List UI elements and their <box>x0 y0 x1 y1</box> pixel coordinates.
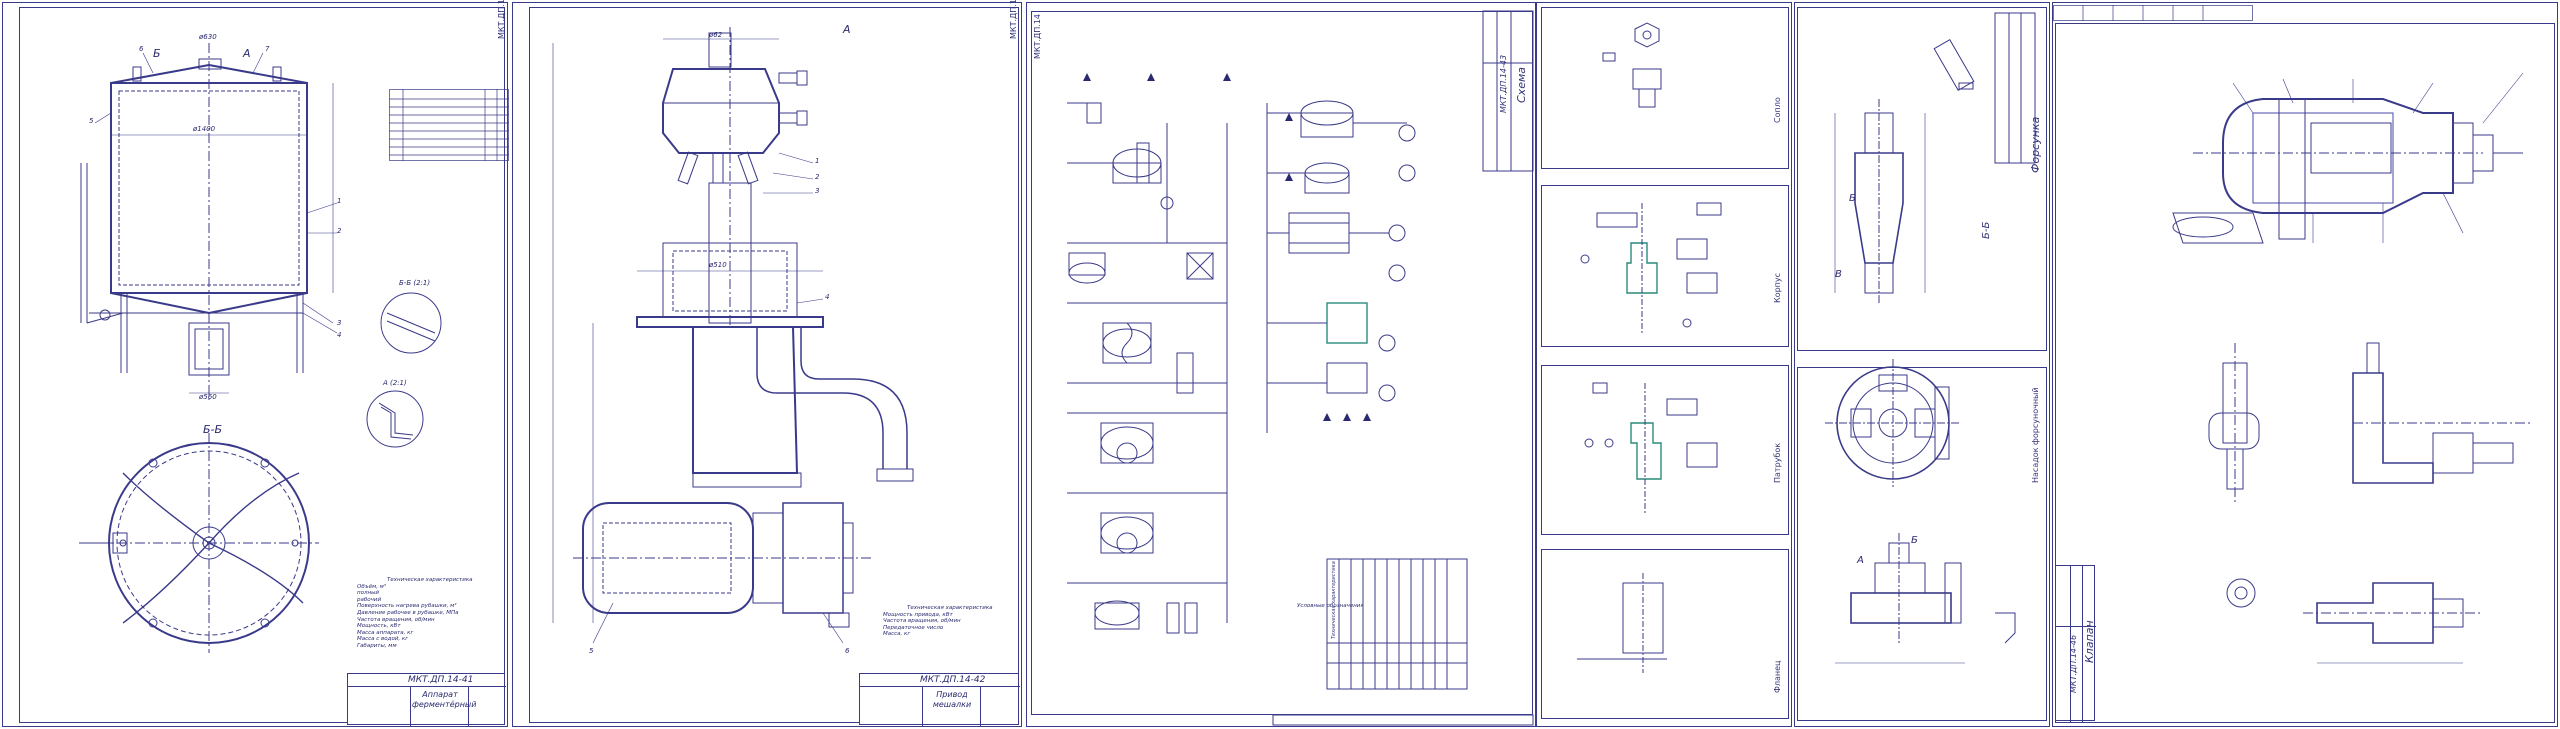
svg-text:ø560: ø560 <box>198 393 217 401</box>
svg-text:7: 7 <box>265 45 270 53</box>
title-block <box>2055 565 2096 722</box>
section-label: Б-Б <box>203 423 223 436</box>
scheme-table-title: Техническая характеристика <box>1331 561 1337 639</box>
title-block: МКТ.ДП.14-42 Привод мешалки <box>859 673 1020 726</box>
svg-text:2: 2 <box>337 227 342 235</box>
spec-line: рабочий <box>357 596 382 603</box>
svg-text:ø62: ø62 <box>708 31 723 39</box>
svg-text:5: 5 <box>89 117 94 125</box>
nozzle-panel <box>1797 7 2047 351</box>
spec-line: Передаточное число <box>883 624 944 631</box>
scheme-title: Схема <box>1515 67 1528 103</box>
nozzle-head-panel <box>1797 367 2047 721</box>
sheet-apparatus: МКТ.ДП.14 <box>2 0 509 727</box>
svg-text:Б: Б <box>1849 193 1856 204</box>
svg-text:ø1400: ø1400 <box>192 125 216 133</box>
svg-text:А: А <box>1856 555 1864 566</box>
inner-frame <box>529 7 1019 723</box>
process-scheme-drawing <box>1067 10 1534 726</box>
apparatus-drawing: ø630 ø1400 ø560 1 2 3 4 5 6 7 Б А <box>79 33 442 653</box>
svg-text:3: 3 <box>815 187 819 195</box>
detail-panel-1 <box>1541 7 1789 169</box>
sheet-scheme: МКТ.ДП.14 <box>1026 2 1536 727</box>
spec-line: Давление рабочее в рубашке, МПа <box>357 609 459 616</box>
svg-text:4: 4 <box>825 293 829 301</box>
spec-line: Объём, м³ <box>357 583 386 590</box>
svg-text:1: 1 <box>337 197 341 205</box>
svg-text:5: 5 <box>589 647 594 655</box>
title-block: МКТ.ДП.14-41 Аппарат ферментёрный <box>347 673 506 726</box>
valve-title: Клапан <box>2083 620 2096 663</box>
mixer-drawing: ø62 ø510 1 2 3 4 5 6 <box>552 27 914 655</box>
valve-drawing <box>2172 72 2533 664</box>
tech-spec-block: Техническая характеристика Мощность прив… <box>883 605 1013 638</box>
spec-line: Масса, кг <box>883 631 911 638</box>
sheet-details: Сопло Корпус Патрубок Фланец <box>1536 2 1792 727</box>
spec-line: Частота вращения, об/мин <box>357 616 435 623</box>
sheet-valve: Клапан МКТ.ДП.14-46 <box>2052 2 2558 727</box>
drawing-title-line1: Аппарат <box>422 690 458 699</box>
tech-spec-title: Техническая характеристика <box>907 605 993 611</box>
inner-frame <box>19 7 505 723</box>
tech-spec-block: Техническая характеристика Объём, м³ пол… <box>357 577 497 650</box>
spec-line: Мощность привода, кВт <box>883 611 953 618</box>
drawing-title-line1: Привод <box>936 690 968 699</box>
tech-spec-title: Техническая характеристика <box>387 577 473 583</box>
spec-line: Масса аппарата, кг <box>357 629 414 636</box>
detail-panel-3 <box>1541 365 1789 535</box>
spec-line: Поверхность нагрева рубашки, м² <box>357 603 457 610</box>
drawing-title-line2: ферментёрный <box>412 700 477 709</box>
spec-line: Мощность, кВт <box>357 623 401 630</box>
inner-frame <box>2055 23 2555 723</box>
detail-view-label-a: А (2:1) <box>383 379 407 387</box>
svg-text:4: 4 <box>337 331 341 339</box>
svg-text:6: 6 <box>845 647 850 655</box>
svg-text:6: 6 <box>139 45 144 53</box>
spec-line: Частота вращения, об/мин <box>883 618 961 625</box>
drawing-code: МКТ.ДП.14-42 <box>920 675 986 685</box>
drawing-code: МКТ.ДП.14-41 <box>408 675 474 685</box>
svg-text:1: 1 <box>815 157 819 165</box>
drawing-title-line2: мешалки <box>932 700 972 709</box>
svg-text:ø510: ø510 <box>708 261 727 269</box>
svg-text:В: В <box>1835 269 1842 280</box>
sheet-nozzle: Форсунка Насадок форсуночный Б-Б <box>1794 2 2050 727</box>
spec-line: Габариты, мм <box>357 642 397 649</box>
scheme-code: МКТ.ДП.14-43 <box>1499 54 1508 113</box>
sheet-mixer: МКТ.ДП.14 <box>512 0 1022 727</box>
valve-code: МКТ.ДП.14-46 <box>2069 634 2078 693</box>
svg-text:ø630: ø630 <box>198 33 217 41</box>
detail-panel-2 <box>1541 185 1789 347</box>
svg-text:А: А <box>242 47 251 60</box>
scheme-legend-title: Условные обозначения <box>1297 603 1364 609</box>
valve-header-table <box>2053 5 2253 21</box>
svg-text:Б: Б <box>1911 535 1918 546</box>
detail-view-label-b: Б-Б (2:1) <box>399 279 431 287</box>
spec-line: полный <box>357 590 379 597</box>
nozzle-drawing: Б В А Б <box>1825 12 2036 664</box>
detail-panel-4 <box>1541 549 1789 719</box>
parts-table <box>389 89 509 161</box>
view-label-a: А <box>843 23 851 36</box>
svg-text:Б: Б <box>153 47 161 60</box>
spec-line: Масса с водой, кг <box>357 636 409 643</box>
svg-text:2: 2 <box>815 173 820 181</box>
svg-text:3: 3 <box>337 319 341 327</box>
details-drawing <box>1577 22 1722 673</box>
